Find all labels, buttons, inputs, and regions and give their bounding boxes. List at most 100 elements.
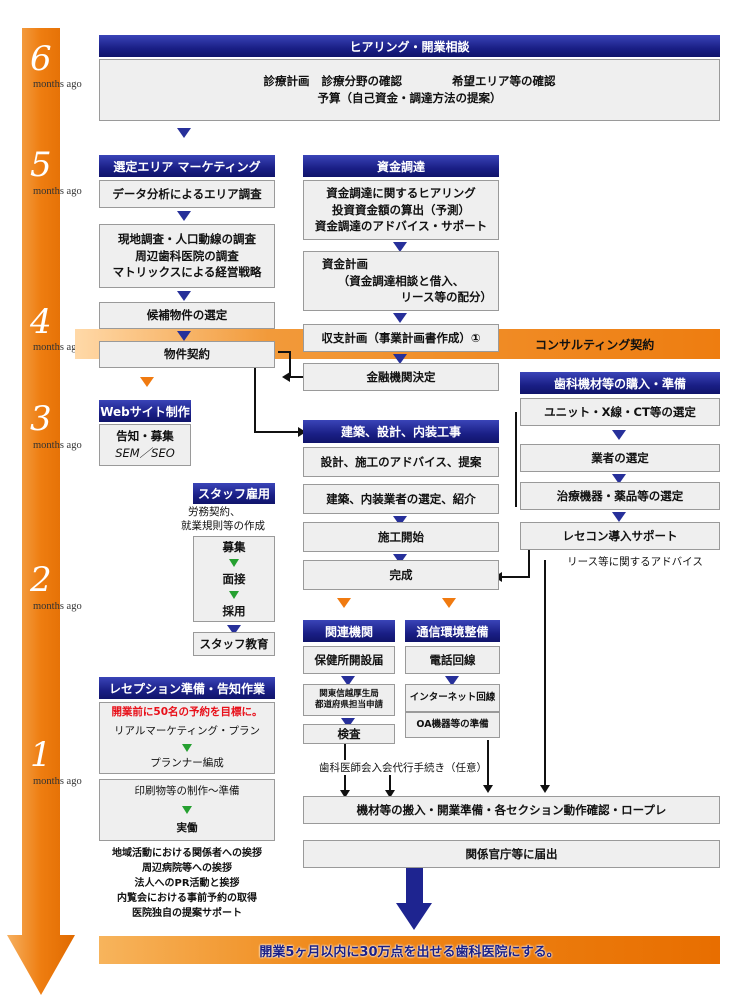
agencies-step-health-center: 保健所開設届 <box>303 646 395 674</box>
timeline-label-2: months ago <box>33 601 82 612</box>
arrow-down-icon <box>227 625 241 635</box>
plan-line-3: リース等の配分） <box>400 290 492 305</box>
funding-step-bank: 金融機関決定 <box>303 363 499 391</box>
activity-item: 内覧会における事前予約の取得 <box>117 893 257 904</box>
activity-item: 地域活動における関係者への挨拶 <box>112 848 262 859</box>
funding-line-2: 投資資金額の算出（予測） <box>332 202 470 217</box>
timeline-label-3: months ago <box>33 440 82 451</box>
reception-action: 実働 <box>176 822 198 835</box>
funding-header: 資金調達 <box>303 155 499 177</box>
reception-planner: プランナー編成 <box>150 756 224 769</box>
marketing-step-contract: 物件契約 <box>99 341 275 368</box>
website-header: Webサイト制作 <box>99 400 191 422</box>
arrow-down-icon <box>612 474 626 484</box>
final-step-notification: 関係官庁等に届出 <box>303 840 720 868</box>
reception-print-box: 印刷物等の制作～準備 実働 <box>99 779 275 841</box>
goal-bar: 開業5ヶ月以内に30万点を出せる歯科医院にする。 <box>99 936 720 964</box>
timeline-number-2: 2 <box>30 560 52 600</box>
hearing-item-plan: 診療計画 <box>263 74 310 89</box>
reception-plan-box: 開業前に50名の予約を目標に。 リアルマーケティング・プラン プランナー編成 <box>99 702 275 774</box>
equipment-header: 歯科機材等の購入・準備 <box>520 372 720 394</box>
equipment-step-unit: ユニット・X線・CT等の選定 <box>520 398 720 426</box>
arrow-down-orange-icon <box>442 598 456 608</box>
arrow-down-green-icon <box>182 806 192 814</box>
website-line-2: SEM／SEO <box>115 446 175 460</box>
arrow-down-icon <box>177 128 191 138</box>
staff-step-interview: 面接 <box>222 571 246 586</box>
funding-line-1: 資金調達に関するヒアリング <box>326 185 476 200</box>
arrow-down-green-icon <box>229 590 239 599</box>
activity-item: 法人へのPR活動と挨拶 <box>134 878 240 889</box>
timeline-label-6: months ago <box>33 79 82 90</box>
reception-header: レセプション準備・告知作業 <box>99 677 275 699</box>
final-step-preparation: 機材等の搬入・開業準備・各セクション動作確認・ロープレ <box>303 796 720 824</box>
timeline-number-4: 4 <box>30 302 52 342</box>
marketing-step-data-analysis: データ分析によるエリア調査 <box>99 180 275 208</box>
timeline-number-5: 5 <box>30 145 52 185</box>
staff-step-hire: 採用 <box>222 603 246 618</box>
arrow-down-icon <box>393 354 407 364</box>
construction-header: 建築、設計、内装工事 <box>303 420 499 443</box>
construction-step-advice: 設計、施工のアドバイス、提案 <box>303 447 499 477</box>
timeline-label-5: months ago <box>33 186 82 197</box>
activity-item: 周辺病院等への挨拶 <box>142 863 232 874</box>
arrow-down-icon <box>177 331 191 341</box>
network-step-oa: OA機器等の準備 <box>405 712 500 738</box>
consulting-contract-label: コンサルティング契約 <box>535 338 655 352</box>
arrow-down-icon <box>445 676 459 686</box>
construction-step-start: 施工開始 <box>303 522 499 552</box>
arrow-down-icon <box>393 242 407 252</box>
agencies-step-application: 関東信越厚生局 都道府県担当申請 <box>303 684 395 716</box>
arrow-down-icon <box>393 516 407 526</box>
equipment-step-devices: 治療機器・薬品等の選定 <box>520 482 720 510</box>
funding-line-3: 資金調達のアドバイス・サポート <box>314 219 488 234</box>
staff-note-line-1: 労務契約、 <box>188 506 241 518</box>
agencies-line-2: 都道府県担当申請 <box>314 700 383 710</box>
plan-line-1: 資金計画 <box>322 256 368 271</box>
equipment-step-vendor: 業者の選定 <box>520 444 720 472</box>
arrow-down-orange-icon <box>140 377 154 387</box>
timeline-label-1: months ago <box>33 776 82 787</box>
network-step-internet: インターネット回線 <box>405 684 500 712</box>
survey-line-1: 現地調査・人口動線の調査 <box>118 231 256 246</box>
staff-header: スタッフ雇用 <box>193 483 275 504</box>
agencies-line-1: 関東信越厚生局 <box>319 688 379 699</box>
reception-marketing-plan: リアルマーケティング・プラン <box>113 725 261 738</box>
staff-step-recruit: 募集 <box>222 539 246 554</box>
association-note: 歯科医師会入会代行手続き（任意） <box>319 762 487 774</box>
agencies-header: 関連機関 <box>303 620 395 642</box>
equipment-step-rececon: レセコン導入サポート <box>520 522 720 550</box>
funding-step-income-plan: 収支計画（事業計画書作成）① <box>303 324 499 352</box>
marketing-step-field-survey: 現地調査・人口動線の調査 周辺歯科医院の調査 マトリックスによる経営戦略 <box>99 224 275 288</box>
agencies-step-inspection: 検査 <box>303 724 395 744</box>
funding-step-hearing: 資金調達に関するヒアリング 投資資金額の算出（予測） 資金調達のアドバイス・サポ… <box>303 180 499 240</box>
reception-activities: 地域活動における関係者への挨拶 周辺病院等への挨拶 法人へのPR活動と挨拶 内覧… <box>99 846 275 921</box>
staff-note-line-2: 就業規則等の作成 <box>181 520 265 533</box>
timeline-number-3: 3 <box>30 399 52 439</box>
staff-step-training: スタッフ教育 <box>193 632 275 656</box>
arrow-down-green-icon <box>229 559 239 568</box>
timeline-number-1: 1 <box>30 735 52 775</box>
arrow-down-green-icon <box>182 743 192 752</box>
arrow-down-icon <box>341 718 355 728</box>
arrow-down-icon <box>177 211 191 221</box>
network-step-phone: 電話回線 <box>405 646 500 674</box>
staff-note: 労務契約、 就業規則等の作成 <box>158 505 288 533</box>
hearing-box: 診療計画 診療分野の確認 希望エリア等の確認 予算（自己資金・調達方法の提案） <box>99 59 720 121</box>
arrow-down-icon <box>341 676 355 686</box>
construction-step-contractor: 建築、内装業者の選定、紹介 <box>303 484 499 514</box>
arrow-down-orange-icon <box>337 598 351 608</box>
reception-print: 印刷物等の制作～準備 <box>134 784 240 797</box>
timeline-number-6: 6 <box>30 39 52 79</box>
hearing-item-field: 診療分野の確認 <box>321 74 403 89</box>
marketing-step-candidate: 候補物件の選定 <box>99 302 275 329</box>
reception-goal: 開業前に50名の予約を目標に。 <box>111 706 263 719</box>
arrow-down-icon <box>393 313 407 323</box>
network-header: 通信環境整備 <box>405 620 500 642</box>
hearing-header: ヒアリング・開業相談 <box>99 35 720 57</box>
hearing-item-budget: 予算（自己資金・調達方法の提案） <box>317 91 502 105</box>
arrow-down-icon <box>612 430 626 440</box>
equipment-note: リース等に関するアドバイス <box>567 556 703 568</box>
